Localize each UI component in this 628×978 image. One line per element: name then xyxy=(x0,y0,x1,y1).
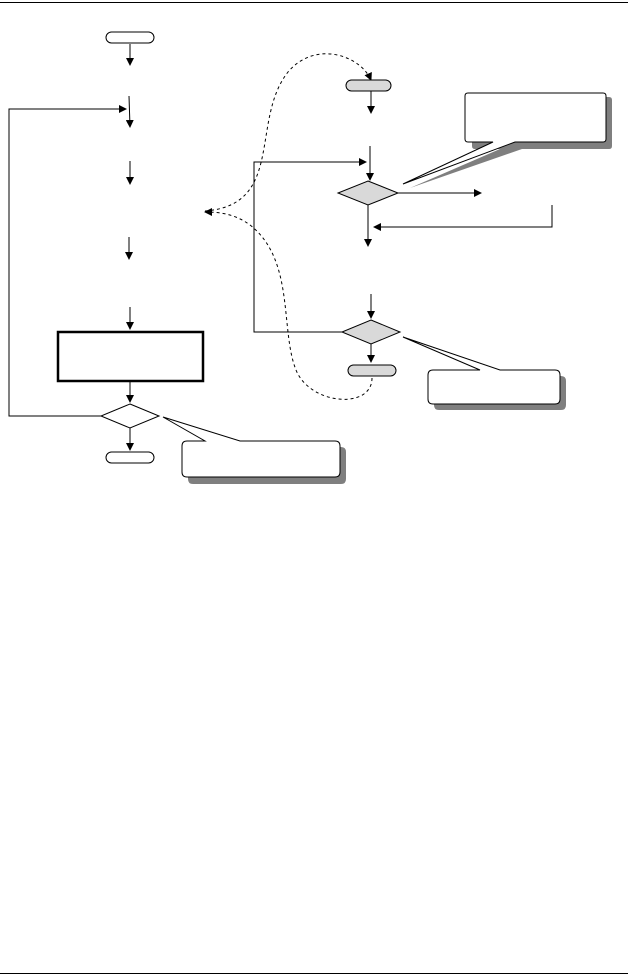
main-loopback-line xyxy=(8,105,127,417)
sub-return-branch-line xyxy=(373,205,553,231)
callout-top-right-bubble xyxy=(402,92,607,185)
top-rule xyxy=(0,2,628,3)
sub-start-terminator xyxy=(345,79,392,92)
sub-end-terminator xyxy=(347,364,397,377)
main-start-terminator xyxy=(105,31,155,44)
callout-bottom-left xyxy=(162,416,346,484)
main-loop-decision xyxy=(99,403,161,429)
main-process-box xyxy=(56,330,205,383)
callout-middle-right xyxy=(402,336,566,410)
call-connector xyxy=(204,53,373,400)
bottom-rule xyxy=(0,973,628,974)
sub-inner-decision xyxy=(336,180,400,206)
return-dashed-curve xyxy=(204,208,373,400)
callout-bottom-left-bubble xyxy=(162,416,341,478)
subroutine-flow xyxy=(253,79,553,377)
callout-top-right xyxy=(402,92,612,188)
sub-loopback-line xyxy=(253,158,367,333)
main-end-terminator xyxy=(105,451,155,464)
call-dashed-curve xyxy=(204,53,372,212)
callout-middle-right-bubble xyxy=(402,336,561,405)
main-flow xyxy=(8,31,205,464)
sub-loop-decision xyxy=(340,319,402,345)
main-arrow-2 xyxy=(125,95,134,128)
